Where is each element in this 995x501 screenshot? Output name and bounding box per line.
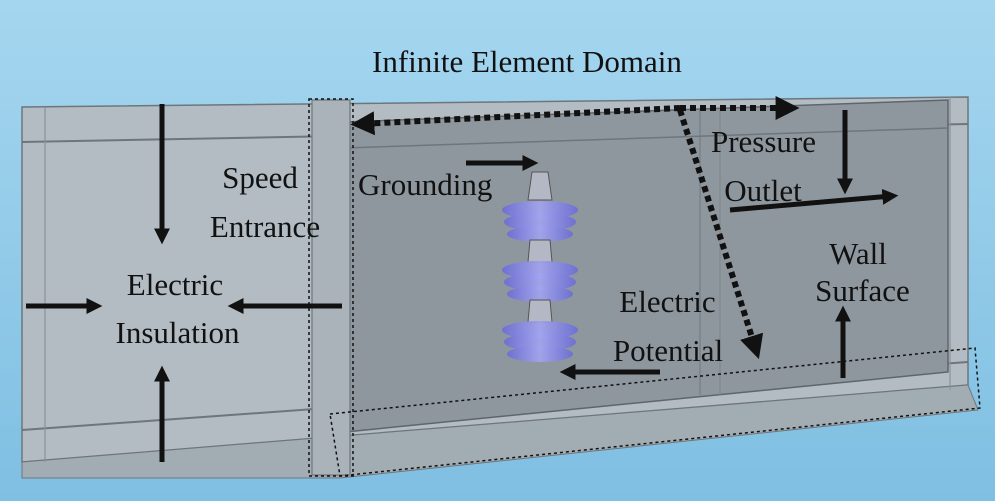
electric-potential-line2: Potential	[612, 333, 724, 368]
bottom-dotted-region	[329, 347, 981, 477]
speed-entrance-line2: Entrance	[209, 209, 321, 244]
arrow-pressure-outlet-right	[729, 188, 899, 213]
insulator-string	[502, 171, 578, 362]
pressure-outlet-line1: Pressure	[710, 124, 817, 159]
entrance-slab	[308, 98, 354, 477]
electric-insulation-line1: Electric	[126, 267, 224, 302]
electric-insulation-line2: Insulation	[115, 315, 240, 350]
electric-potential-line1: Electric	[619, 284, 716, 319]
speed-entrance-line1: Speed	[222, 160, 298, 195]
wall-surface-line1: Wall	[829, 236, 887, 271]
grounding-label: Grounding	[358, 167, 493, 202]
domain-title: Infinite Element Domain	[372, 44, 682, 79]
dotted-arrow-down	[677, 109, 764, 360]
pressure-outlet-line2: Outlet	[724, 173, 802, 208]
wall-surface-line2: Surface	[815, 273, 910, 308]
dotted-arrow-left	[350, 105, 681, 136]
